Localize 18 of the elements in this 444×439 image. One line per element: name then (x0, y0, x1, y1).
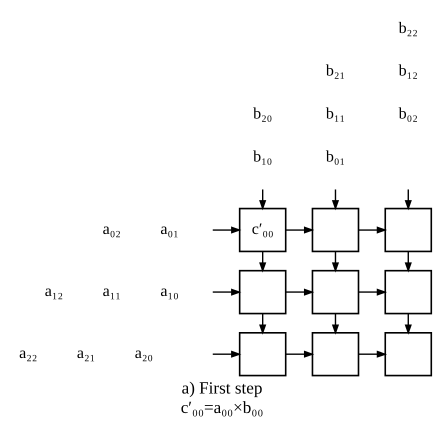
caption: c′₀₀=a₀₀×b₀₀ (180, 397, 264, 416)
diagram-title: a) First step (182, 378, 262, 398)
label: b₁₁ (326, 104, 346, 122)
label: b₀₁ (326, 148, 346, 165)
label: a₂₀ (134, 344, 154, 362)
label: b₂₁ (326, 62, 346, 80)
label: a₀₂ (102, 220, 121, 238)
label: b₁₀ (253, 148, 272, 165)
label: b₂₂ (398, 19, 418, 36)
label: b₁₂ (398, 62, 418, 80)
label: a₂₂ (19, 344, 38, 362)
label: a₁₀ (160, 282, 179, 300)
label: a₁₁ (102, 282, 121, 300)
label: b₀₂ (398, 104, 418, 122)
label: a₂₁ (76, 344, 96, 362)
label: a₁₂ (44, 282, 64, 300)
label: a₀₁ (160, 220, 179, 238)
label: b₂₀ (253, 104, 272, 122)
